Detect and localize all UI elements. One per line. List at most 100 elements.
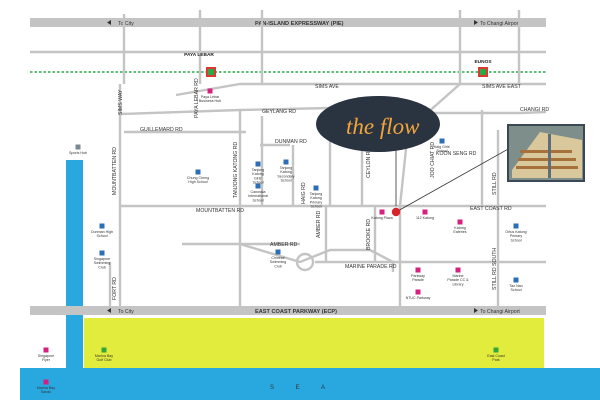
pie-right-arrow <box>474 20 478 25</box>
project-location-marker <box>391 207 401 217</box>
road-label-joo-chiat-rd: JOO CHIAT RD <box>430 142 436 178</box>
road-label-mountbatten-rd: MOUNTBATTEN RD <box>196 208 244 214</box>
pie-highway: To City PAN-ISLAND EXPRESSWAY (PIE) To C… <box>30 18 546 27</box>
poi-marker <box>379 209 385 215</box>
poi-marker <box>275 249 281 255</box>
station-label-paya-lebar: PAYA LEBAR <box>184 52 214 58</box>
road-label-marine-parade-rd: MARINE PARADE RD <box>345 264 397 270</box>
ecp-right-label: To Changi Airport <box>480 309 520 315</box>
station-label-eunos: EUNOS <box>474 59 492 65</box>
poi-marker <box>457 219 463 225</box>
road-label-still-rd-south: STILL RD SOUTH <box>492 248 498 290</box>
road-label-sims-ave: SIMS AVE <box>315 84 339 90</box>
road-label-ceylon-rd: CEYLON RD <box>366 147 372 178</box>
poi-marker <box>439 138 445 144</box>
photo-leader <box>395 147 511 213</box>
park-area <box>84 318 544 368</box>
poi-marker <box>75 144 81 150</box>
pie-name: PAN-ISLAND EXPRESSWAY (PIE) <box>255 21 344 27</box>
poi-marker <box>255 161 261 167</box>
road-label-paya-lebar-rd: PAYA LEBAR RD <box>194 78 200 118</box>
ecp-highway: To City EAST COAST PARKWAY (ECP) To Chan… <box>30 306 546 315</box>
poi-label: Sports Hub <box>69 151 87 155</box>
poi-0: Sports Hub <box>69 144 87 155</box>
ecp-name: EAST COAST PARKWAY (ECP) <box>255 309 337 315</box>
poi-marker <box>195 169 201 175</box>
ecp-left-label: To City <box>118 309 134 315</box>
poi-label: Haig Girls'School <box>434 145 451 153</box>
poi-marker <box>513 223 519 229</box>
poi-11: Katong Plaza <box>371 209 393 220</box>
road-label-sims-ave-east: SIMS AVE EAST <box>482 84 522 90</box>
road-label-tanjong-katong-rd: TANJONG KATONG RD <box>233 142 239 198</box>
road-label-geylang-rd: GEYLANG RD <box>262 109 296 115</box>
poi-label: Katong Plaza <box>371 216 392 220</box>
road-label-guillemard-rd: GUILLEMARD RD <box>140 127 183 133</box>
road-label-still-rd: STILL RD <box>492 172 498 195</box>
poi-marker <box>99 223 105 229</box>
pie-left-arrow <box>107 20 111 25</box>
poi-7: Haig Girls'School <box>434 138 451 153</box>
project-photo <box>507 124 585 182</box>
ecp-right-arrow <box>474 308 478 313</box>
road-label-east-coast-rd: EAST COAST RD <box>470 206 512 212</box>
poi-marker <box>455 267 461 273</box>
poi-marker <box>283 159 289 165</box>
poi-marker <box>415 289 421 295</box>
road-labels: SIMS AVE SIMS AVE EAST CHANGI RD GEYLANG… <box>112 78 549 300</box>
sea-area <box>20 368 600 400</box>
poi-12: 112 Katong <box>416 209 434 220</box>
poi-marker <box>43 379 49 385</box>
callout-bubble <box>316 96 440 152</box>
poi-marker <box>99 250 105 256</box>
road-network <box>30 10 547 306</box>
poi-marker <box>493 347 499 353</box>
mrt-station-eunos: EUNOS <box>474 59 492 77</box>
poi-marker <box>513 277 519 283</box>
pie-left-label: To City <box>118 21 134 27</box>
road-label-haig-rd: HAIG RD <box>301 182 307 204</box>
poi-marker <box>255 183 261 189</box>
poi-marker <box>101 347 107 353</box>
sea-vertical-channel <box>66 160 83 400</box>
ecp-left-arrow <box>107 308 111 313</box>
road-label-dunman-rd: DUNMAN RD <box>275 139 307 145</box>
road-label-brooke-rd: BROOKE RD <box>366 219 372 250</box>
poi-17: NTUC Parkway <box>406 289 431 300</box>
poi-marker <box>415 267 421 273</box>
poi-marker <box>313 185 319 191</box>
road-label-fort-rd: FORT RD <box>112 277 118 300</box>
